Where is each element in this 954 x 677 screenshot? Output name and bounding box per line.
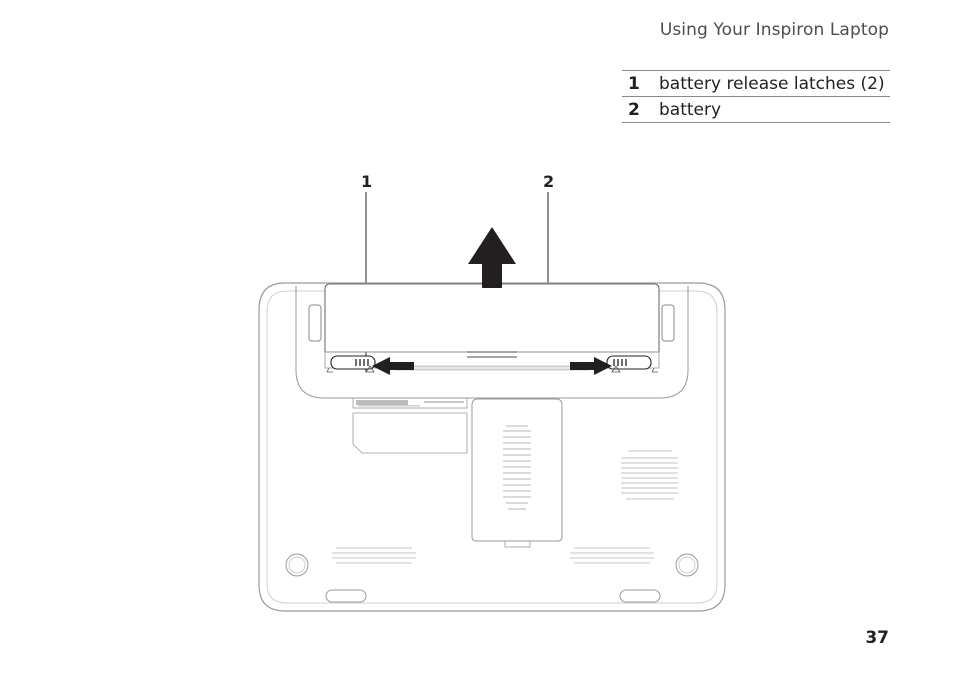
- legend-number: 2: [628, 99, 640, 120]
- legend-row: 2 battery: [622, 97, 890, 123]
- legend-label: battery release latches (2): [659, 73, 885, 94]
- page-number: 37: [865, 628, 889, 648]
- callout-number-1: 1: [361, 172, 373, 191]
- regulatory-text-block: [621, 450, 678, 500]
- legend-row: 1 battery release latches (2): [622, 71, 890, 97]
- lock-icon: [365, 365, 375, 373]
- bottom-text-left: [332, 547, 416, 564]
- callout-legend: 1 battery release latches (2) 2 battery: [622, 70, 890, 123]
- battery-release-latch-left: [330, 355, 376, 370]
- page-header-title: Using Your Inspiron Laptop: [659, 20, 889, 40]
- battery-pack: [324, 283, 660, 353]
- module-cover: [471, 398, 563, 542]
- module-cover-text: [503, 425, 531, 510]
- rubber-foot-right: [675, 553, 699, 577]
- bottom-text-right: [570, 547, 654, 564]
- regulatory-label: [352, 412, 468, 454]
- battery-release-latch-right: [606, 355, 652, 370]
- legend-label: battery: [659, 99, 722, 120]
- slide-right-arrow-icon: [570, 357, 612, 375]
- bottom-slot-right: [619, 589, 661, 603]
- side-slot-left: [308, 304, 322, 342]
- battery-bay: [295, 286, 689, 399]
- side-slot-right: [661, 304, 675, 342]
- unlock-icon: [651, 367, 658, 373]
- bottom-slot-left: [325, 589, 367, 603]
- service-tag-label: [352, 397, 468, 409]
- slide-left-arrow-icon: [372, 357, 414, 375]
- unlock-icon: [326, 367, 333, 373]
- legend-number: 1: [628, 73, 640, 94]
- rubber-foot-left: [285, 553, 309, 577]
- lift-up-arrow-icon: [468, 227, 516, 288]
- callout-number-2: 2: [543, 172, 555, 191]
- laptop-base-outline: [258, 282, 726, 612]
- lock-icon: [611, 365, 621, 373]
